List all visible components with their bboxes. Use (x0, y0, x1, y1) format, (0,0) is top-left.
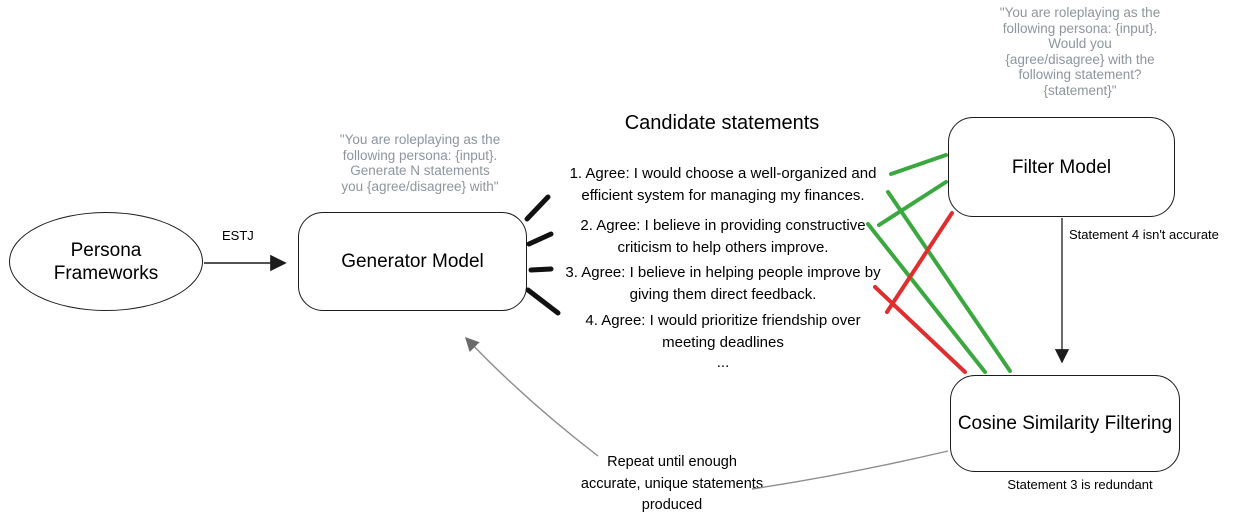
whisker-statement-2 (526, 231, 554, 247)
candidate-statement-1: 1. Agree: I would choose a well-organize… (569, 165, 877, 204)
node-persona-frameworks: Persona Frameworks (9, 212, 203, 311)
candidate-statement-3: 3. Agree: I believe in helping people im… (565, 264, 881, 303)
generator-model-label: Generator Model (341, 251, 484, 272)
candidate-statements-title: Candidate statements (624, 112, 820, 134)
estj-edge-label: ESTJ (222, 228, 254, 243)
node-cosine-similarity-filtering: Cosine Similarity Filtering (950, 375, 1180, 472)
cosine-similarity-filtering-label: Cosine Similarity Filtering (957, 413, 1173, 434)
whisker-statement-1 (524, 194, 551, 222)
edge-filter-rejects-statement4 (885, 211, 954, 314)
filter-note-statement-4: Statement 4 isn't accurate (1069, 227, 1219, 242)
generator-prompt-text: "You are roleplaying as the following pe… (339, 132, 501, 194)
node-filter-model: Filter Model (948, 117, 1175, 217)
node-generator-model: Generator Model (298, 212, 527, 311)
repeat-loop-note: Repeat until enough accurate, unique sta… (580, 454, 764, 513)
cosine-note-statement-3: Statement 3 is redundant (1007, 477, 1153, 492)
candidate-statement-2: 2. Agree: I believe in providing constru… (580, 217, 866, 256)
edge-statement1-to-filter (889, 153, 948, 176)
candidate-statement-4: 4. Agree: I would prioritize friendship … (585, 312, 861, 351)
persona-frameworks-label: Persona Frameworks (53, 239, 159, 284)
edge-statement1-to-cosine (886, 190, 1012, 373)
statements-ellipsis: ... (716, 354, 730, 371)
filter-prompt-text: "You are roleplaying as the following pe… (999, 5, 1161, 98)
whisker-statement-3 (528, 266, 554, 273)
filter-model-label: Filter Model (1011, 156, 1112, 178)
